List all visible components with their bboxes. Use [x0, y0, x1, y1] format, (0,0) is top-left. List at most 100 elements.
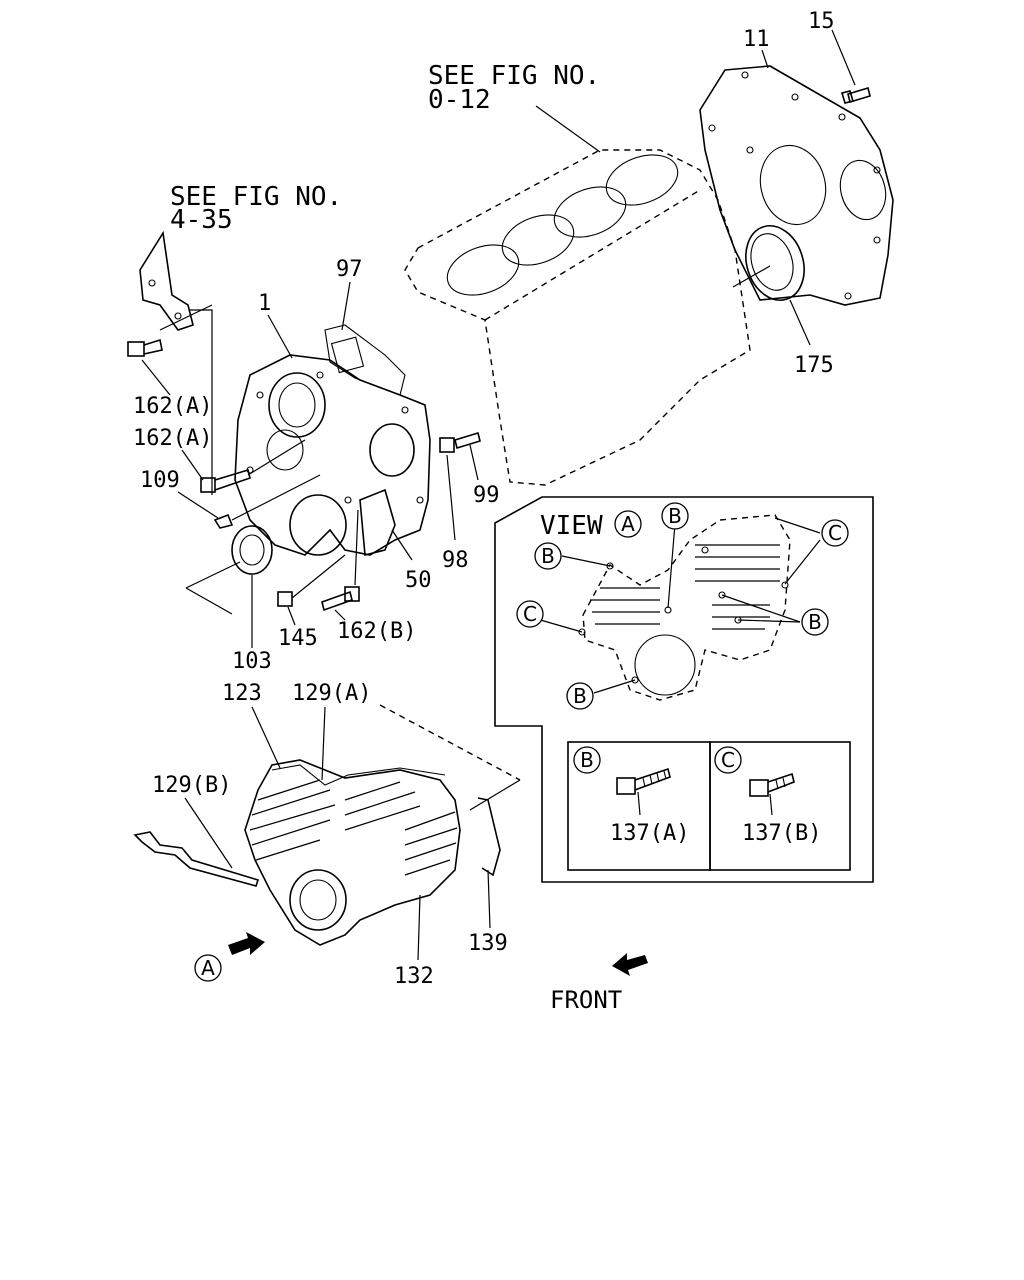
part-123: 123: [222, 681, 262, 706]
front-arrow-icon: [612, 953, 648, 976]
gasket-139: [477, 797, 501, 877]
part-137b: 137(B): [742, 821, 821, 846]
part-145: 145: [278, 626, 318, 651]
leader-175: [789, 299, 811, 346]
svg-text:C: C: [828, 521, 842, 545]
gasket-97: [324, 324, 406, 396]
part-1: 1: [258, 291, 271, 316]
leader-109-b: [231, 474, 321, 521]
part-162b: 162(B): [337, 619, 416, 644]
svg-text:C: C: [721, 748, 735, 772]
leader-15: [831, 29, 856, 86]
cover-guide-line: [379, 704, 521, 781]
part-162a-1: 162(A): [133, 394, 212, 419]
view-a-marker: A: [194, 954, 222, 982]
marker-c-1: C: [821, 519, 849, 547]
leader-bracket: [159, 304, 213, 331]
ref-bracket-line2: 4-35: [170, 205, 233, 235]
part-15: 15: [808, 9, 835, 34]
marker-b-4: B: [566, 682, 594, 710]
rear-plate: [699, 65, 894, 306]
view-title: VIEW: [540, 511, 603, 541]
box-b-marker: B: [573, 746, 601, 774]
bolt-162b: [321, 586, 360, 612]
svg-text:B: B: [541, 544, 555, 568]
leader-175-a: [732, 265, 771, 288]
leader-1: [267, 314, 293, 359]
marker-b-1: B: [534, 542, 562, 570]
leader-block-ref: [535, 105, 601, 153]
timing-gear-case: [234, 354, 431, 556]
leader-162a-2: [181, 449, 204, 481]
part-11: 11: [743, 27, 770, 52]
bolt-137a: [616, 767, 671, 795]
marker-b-2: B: [661, 502, 689, 530]
pin-109: [213, 513, 234, 529]
leader-97: [341, 281, 351, 331]
view-title-letter: A: [614, 510, 642, 538]
leader-103-a: [185, 561, 241, 589]
leader-162b-a: [354, 509, 359, 586]
part-103: 103: [232, 649, 272, 674]
part-99: 99: [473, 483, 500, 508]
leader-109: [177, 491, 219, 519]
view-a-cover-outline: [578, 514, 791, 701]
leader-137b: [769, 793, 773, 816]
view-a-panel: [494, 496, 874, 883]
leader-b-1: [561, 555, 611, 567]
bracket: [139, 230, 194, 331]
leader-139: [487, 869, 491, 929]
part-50: 50: [405, 568, 432, 593]
svg-text:B: B: [580, 748, 594, 772]
marker-b-3: B: [801, 608, 829, 636]
part-175: 175: [794, 353, 834, 378]
leader-137a: [637, 791, 641, 816]
box-c: [709, 741, 851, 871]
part-162a-2: 162(A): [133, 426, 212, 451]
leader-bracket-bolt: [190, 309, 213, 495]
cover-guide-line-b: [469, 779, 521, 811]
engine-block: [404, 149, 751, 486]
marker-c-2: C: [516, 600, 544, 628]
bolt-137b: [749, 772, 795, 797]
ref-block-line1: SEE FIG NO.: [428, 61, 600, 91]
leader-98: [446, 454, 456, 541]
svg-text:B: B: [808, 610, 822, 634]
bolt-162a-upper: [127, 338, 163, 357]
bracket-50: [359, 488, 396, 557]
timing-cover-123: [244, 759, 461, 946]
part-129a: 129(A): [292, 681, 371, 706]
svg-text:B: B: [668, 504, 682, 528]
box-c-marker: C: [714, 746, 742, 774]
gasket-129a: [271, 764, 446, 786]
bolt-162a-lower: [200, 468, 251, 493]
leader-b-3: [721, 594, 801, 623]
svg-text:B: B: [573, 684, 587, 708]
part-139: 139: [468, 931, 508, 956]
part-97: 97: [336, 257, 363, 282]
leader-145: [287, 606, 296, 626]
part-109: 109: [140, 468, 180, 493]
svg-text:A: A: [621, 512, 635, 536]
bolt-15: [840, 86, 871, 104]
nut-98: [439, 437, 455, 453]
leader-50: [391, 529, 413, 561]
part-137a: 137(A): [610, 821, 689, 846]
front-label: FRONT: [550, 986, 622, 1014]
leader-b-5: [593, 679, 636, 694]
view-a-arrow-icon: [228, 932, 265, 955]
leader-c-1: [774, 517, 821, 534]
leader-145-a: [291, 554, 346, 599]
ref-bracket-line1: SEE FIG NO.: [170, 182, 342, 212]
ref-block-line2: 0-12: [428, 85, 491, 115]
leader-162a-1: [141, 359, 171, 396]
leader-129b: [184, 797, 233, 869]
oil-seal-103: [231, 525, 273, 575]
leader-103-b: [185, 587, 233, 615]
gasket-129b: [133, 831, 260, 887]
oil-seal-175: [745, 225, 805, 301]
leader-b-2: [667, 523, 676, 609]
leader-11: [761, 49, 769, 69]
